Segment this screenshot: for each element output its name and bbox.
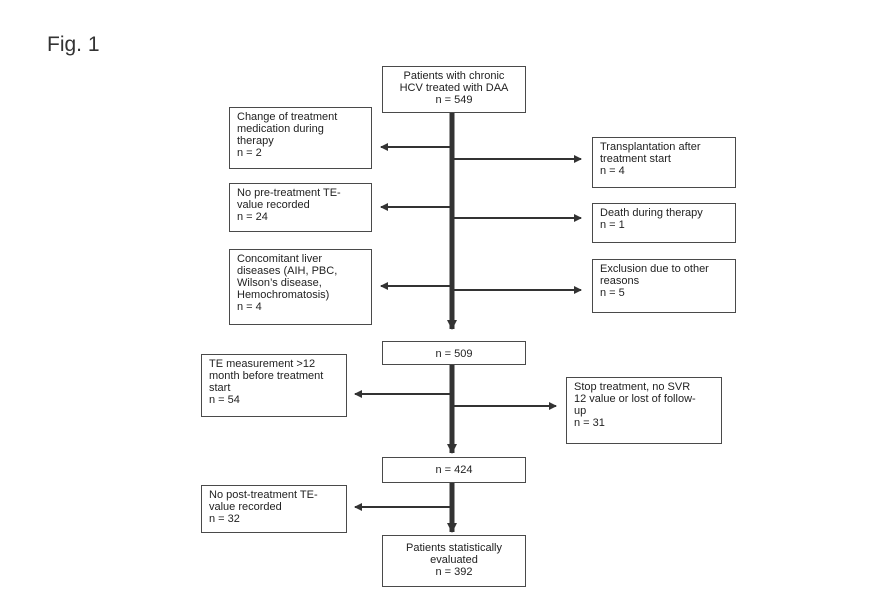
excluded-no-pre-box: No pre-treatment TE- value recorded n = … (229, 183, 372, 232)
excluded-te12-box: TE measurement >12 month before treatmen… (201, 354, 347, 417)
excluded-stop-box: Stop treatment, no SVR 12 value or lost … (566, 377, 722, 444)
excluded-death-box: Death during therapy n = 1 (592, 203, 736, 243)
excluded-other-box: Exclusion due to other reasons n = 5 (592, 259, 736, 313)
start-box: Patients with chronic HCV treated with D… (382, 66, 526, 113)
excluded-no-post-text: No post-treatment TE- value recorded n =… (209, 489, 318, 525)
excluded-te12-text: TE measurement >12 month before treatmen… (209, 358, 324, 406)
excluded-change-box: Change of treatment medication during th… (229, 107, 372, 169)
excluded-transplant-text: Transplantation after treatment start n … (600, 141, 701, 177)
final-box: Patients statistically evaluated n = 392 (382, 535, 526, 587)
excluded-liver-text: Concomitant liver diseases (AIH, PBC, Wi… (237, 253, 338, 313)
mid-count-1-text: n = 509 (435, 348, 473, 360)
excluded-death-text: Death during therapy n = 1 (600, 207, 703, 231)
final-box-text: Patients statistically evaluated n = 392 (406, 542, 502, 578)
figure-label: Fig. 1 (47, 33, 100, 56)
excluded-liver-box: Concomitant liver diseases (AIH, PBC, Wi… (229, 249, 372, 325)
excluded-transplant-box: Transplantation after treatment start n … (592, 137, 736, 188)
excluded-change-text: Change of treatment medication during th… (237, 111, 338, 159)
mid-count-2-text: n = 424 (435, 464, 473, 476)
excluded-no-pre-text: No pre-treatment TE- value recorded n = … (237, 187, 341, 223)
start-box-text: Patients with chronic HCV treated with D… (399, 70, 509, 106)
excluded-stop-text: Stop treatment, no SVR 12 value or lost … (574, 381, 696, 429)
mid-count-2-box: n = 424 (382, 457, 526, 483)
excluded-no-post-box: No post-treatment TE- value recorded n =… (201, 485, 347, 533)
excluded-other-text: Exclusion due to other reasons n = 5 (600, 263, 709, 299)
mid-count-1-box: n = 509 (382, 341, 526, 365)
